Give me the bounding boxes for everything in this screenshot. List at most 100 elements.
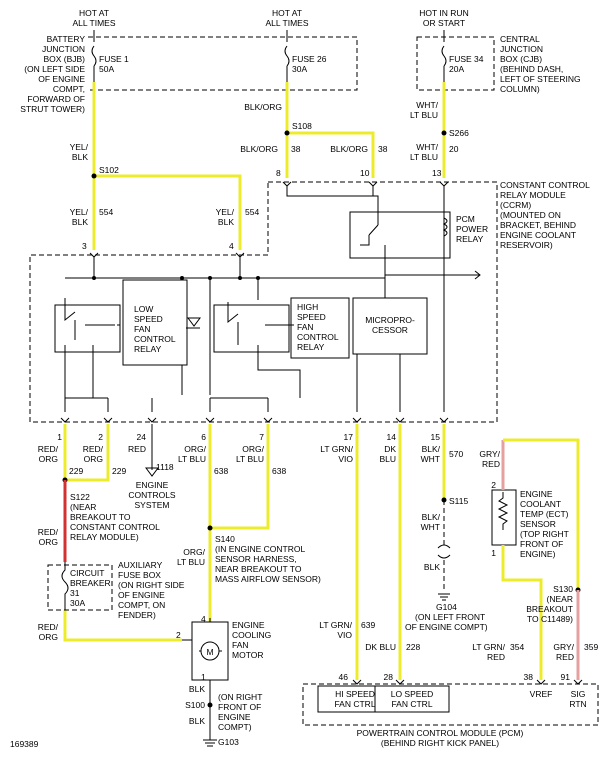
wht-ltblu-top-1: LT BLU	[410, 110, 438, 120]
s122-1: (NEAR	[70, 502, 96, 512]
p1-color-0: RED/	[38, 444, 59, 454]
low-relay-4: RELAY	[134, 344, 162, 354]
p24-color: RED	[128, 444, 146, 454]
ect-note-0: ENGINE	[520, 489, 553, 499]
s122-0: S122	[70, 492, 90, 502]
c638-l: 638	[214, 466, 228, 476]
ect-sensor-box	[491, 489, 517, 546]
fuse1-label: FUSE 1	[99, 54, 129, 64]
aux-5: FENDER)	[118, 610, 156, 620]
pin-7: 7	[259, 432, 264, 442]
fuse34-label: FUSE 34	[449, 54, 484, 64]
blk-1: BLK	[189, 684, 205, 694]
high-relay-contact-box	[213, 304, 290, 353]
fan-motor-2: FAN	[232, 640, 249, 650]
pcm-box	[302, 683, 599, 726]
pin-4: 4	[229, 241, 234, 251]
c554-l-label: 554	[99, 207, 113, 217]
s130-0: S130	[553, 584, 573, 594]
pcm-pin-91: 91	[561, 672, 571, 682]
pcm-note-1: (BEHIND RIGHT KICK PANEL)	[381, 738, 499, 748]
p15-color-0: BLK/	[422, 444, 441, 454]
p7-color-1: LT BLU	[236, 454, 264, 464]
org-ltblu-low-1: LT BLU	[177, 557, 205, 567]
p7-color-0: ORG/	[242, 444, 264, 454]
labels: HOT AT ALL TIMES HOT AT ALL TIMES HOT IN…	[10, 8, 598, 749]
c354: 354	[510, 642, 524, 652]
bjb-note-4: OF ENGINE	[38, 74, 85, 84]
p14-color-0: DK	[384, 444, 396, 454]
cjb-note-4: LEFT OF STEERING	[500, 74, 581, 84]
c638-r: 638	[272, 466, 286, 476]
s122-2: BREAKOUT TO	[70, 512, 131, 522]
cjb-note-2: BOX (CJB)	[500, 54, 542, 64]
s115: S115	[449, 496, 468, 506]
cjb-note-0: CENTRAL	[500, 34, 540, 44]
yel-blk-l-1: BLK	[72, 217, 88, 227]
ltgrn-red-low-0: LT GRN/	[472, 642, 505, 652]
high-relay-3: CONTROL	[297, 332, 339, 342]
pcm-note-0: POWERTRAIN CONTROL MODULE (PCM)	[357, 728, 524, 738]
cjb-note-1: JUNCTION	[500, 44, 543, 54]
micro-0: MICROPRO-	[365, 315, 415, 325]
hot-all-times-2-l1: ALL TIMES	[266, 18, 309, 28]
motor-pin-4: 4	[201, 614, 206, 624]
ltgrn-vio-low-0: LT GRN/	[319, 620, 352, 630]
pcm-power-relay-box	[349, 211, 451, 259]
c38-r-label: 38	[378, 144, 388, 154]
cjb-note-5: COLUMN)	[500, 84, 540, 94]
ccrm-note-3: (MOUNTED ON	[500, 210, 561, 220]
p1-color-1: ORG	[39, 454, 58, 464]
blk-low: BLK	[424, 562, 440, 572]
high-relay-2: FAN	[297, 322, 314, 332]
hot-all-times-2-l0: HOT AT	[272, 8, 302, 18]
ccrm-note-6: RESERVOIR)	[500, 240, 553, 250]
s266-label: S266	[449, 128, 469, 138]
org-ltblu-638-b-wire	[210, 424, 270, 530]
ccrm-note-2: (CCRM)	[500, 200, 531, 210]
yel-blk-branch-wire	[94, 174, 242, 250]
low-relay-0: LOW	[134, 304, 153, 314]
p17-color-1: VIO	[338, 454, 353, 464]
ltgrn-vio-low-1: VIO	[337, 630, 352, 640]
s130-1: (NEAR	[547, 594, 573, 604]
blk-wht-mid-0: BLK/	[422, 512, 441, 522]
red-org-fan-feed	[63, 610, 182, 642]
motor-pin-1: 1	[201, 672, 206, 682]
aux-0: AUXILIARY	[118, 560, 163, 570]
ccrm-note-1: RELAY MODULE	[500, 190, 566, 200]
pin-15: 15	[431, 432, 441, 442]
ect-note-4: (TOP RIGHT	[520, 529, 569, 539]
s100: S100	[185, 700, 205, 710]
yel-blk-top-0: YEL/	[70, 142, 89, 152]
org-ltblu-low-0: ORG/	[183, 547, 205, 557]
fuse1-rating: 50A	[99, 64, 114, 74]
engine-controls-2: SYSTEM	[135, 500, 170, 510]
red-org-mid-0: RED/	[38, 527, 59, 537]
cb-0: CIRCUIT	[70, 568, 104, 578]
lt-grn-red-wire	[501, 545, 543, 680]
cb-1: BREAKER	[70, 578, 111, 588]
s140-2: SENSOR HARNESS,	[215, 554, 297, 564]
cjb-note-3: (BEHIND DASH,	[500, 64, 563, 74]
p2-color-1: ORG	[84, 454, 103, 464]
pin-3: 3	[82, 241, 87, 251]
p15-color-1: WHT	[421, 454, 440, 464]
c20-label: 20	[449, 144, 459, 154]
motor-m: M	[206, 647, 213, 657]
blk-org-top-label: BLK/ORG	[244, 102, 282, 112]
ect-note-2: TEMP (ECT)	[520, 509, 569, 519]
low-relay-label-box	[122, 279, 188, 366]
cjb-box	[416, 36, 495, 91]
pin-14: 14	[387, 432, 397, 442]
bjb-note-7: STRUT TOWER)	[20, 104, 85, 114]
bjb-box	[88, 36, 358, 91]
ect-note-5: FRONT OF	[520, 539, 563, 549]
high-relay-4: RELAY	[297, 342, 325, 352]
ect-wire-0: GRY/	[479, 449, 500, 459]
motor-pin-2: 2	[176, 630, 181, 640]
c359: 359	[584, 642, 598, 652]
g104-1: (ON LEFT FRONT	[415, 612, 485, 622]
pcm-hi-1: FAN CTRL	[334, 699, 375, 709]
fan-motor-1: COOLING	[232, 630, 271, 640]
